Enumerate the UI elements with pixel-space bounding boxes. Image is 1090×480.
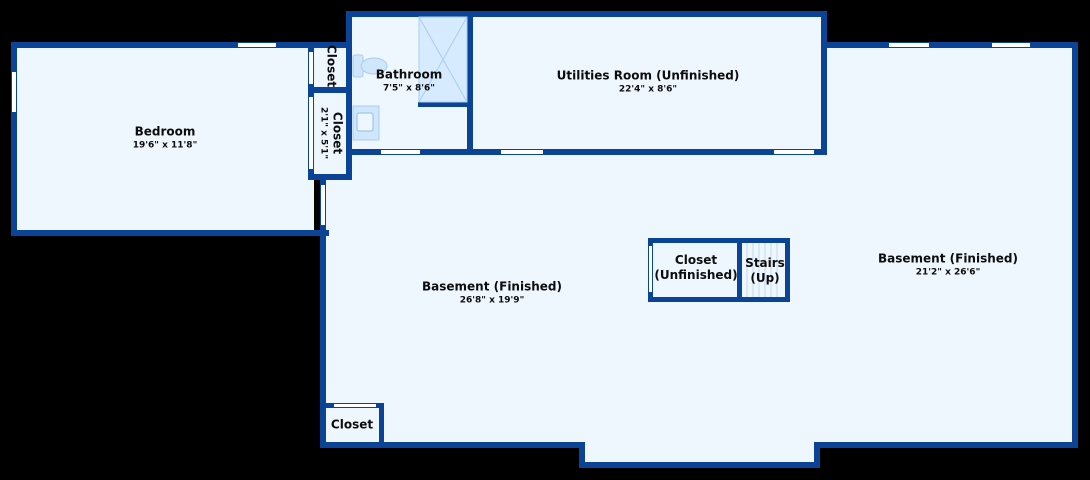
room-name: Basement (Finished) — [422, 279, 562, 294]
toilet-icon — [352, 54, 388, 78]
fixtures — [352, 16, 778, 297]
closet-bottom-label: Closet — [331, 418, 373, 433]
wall — [814, 442, 820, 468]
door-opening — [309, 97, 313, 169]
wall — [821, 11, 827, 155]
sink-icon — [352, 105, 380, 141]
closets-floor — [312, 45, 352, 177]
wall — [418, 102, 472, 107]
basement-left-label: Basement (Finished) 26'8" x 19'9" — [422, 280, 562, 307]
room-dimensions: 19'6" x 11'8" — [132, 140, 198, 151]
window — [889, 43, 929, 47]
room-name: Closet — [324, 44, 339, 88]
wall — [320, 177, 326, 448]
bedroom-label: Bedroom 19'6" x 11'8" — [133, 125, 198, 152]
wall — [308, 87, 352, 93]
room-name: Bedroom — [134, 124, 196, 139]
room-name: Stairs — [745, 256, 785, 270]
shower-icon-line — [418, 16, 468, 103]
window — [238, 43, 276, 47]
door-opening — [649, 246, 652, 292]
wall — [346, 11, 352, 180]
wall — [648, 297, 789, 302]
floors — [14, 14, 1075, 465]
wall — [308, 42, 352, 48]
door-opening — [774, 150, 814, 154]
room-dimensions: 26'8" x 19'9" — [459, 295, 525, 306]
room-name: Closet — [330, 417, 374, 432]
wall — [648, 238, 789, 243]
room-dimensions: 22'4" x 8'6" — [618, 84, 678, 95]
room-name: Basement (Finished) — [878, 251, 1018, 266]
room-dimensions: 7'5" x 8'6" — [382, 83, 435, 94]
room-name: Bathroom — [375, 67, 443, 82]
wall — [11, 42, 313, 48]
wall — [467, 14, 473, 155]
window — [992, 43, 1030, 47]
closet-mid-label: Closet 2'1" x 5'1" — [318, 107, 345, 159]
door-opening — [321, 185, 325, 225]
stairs-icon — [746, 243, 778, 297]
wall — [814, 442, 1078, 448]
room-dimensions: 21'2" x 26'6" — [915, 267, 981, 278]
wall — [350, 149, 827, 155]
closet-top-label: Closet — [324, 45, 339, 87]
door-opening — [309, 52, 313, 84]
wall — [579, 462, 820, 468]
wall — [346, 11, 827, 17]
wall — [11, 42, 17, 236]
wall — [379, 403, 384, 445]
door-opening — [334, 404, 376, 407]
wall — [11, 230, 329, 236]
wall — [320, 442, 585, 448]
bathroom-label: Bathroom 7'5" x 8'6" — [376, 68, 442, 95]
bedroom-floor — [14, 45, 314, 233]
door-opening — [381, 150, 420, 154]
utilities-room-label: Utilities Room (Unfinished) 22'4" x 8'6" — [557, 69, 740, 96]
stairs-label: Stairs (Up) — [745, 256, 785, 286]
room-name: Utilities Room (Unfinished) — [556, 68, 740, 83]
wall — [1072, 42, 1078, 448]
wall — [308, 174, 352, 180]
wall — [785, 238, 790, 302]
room-name: (Up) — [750, 271, 780, 285]
walls — [11, 11, 1078, 468]
room-name: Closet — [330, 111, 345, 155]
window — [12, 72, 16, 112]
wall — [737, 238, 742, 302]
wall — [579, 442, 585, 468]
openings — [12, 43, 1030, 407]
closet-unfinished-label: Closet (Unfinished) — [654, 253, 737, 283]
room-name: (Unfinished) — [654, 268, 738, 282]
wall — [821, 42, 1078, 48]
room-dimensions: 2'1" x 5'1" — [318, 106, 329, 160]
door-opening — [501, 150, 543, 154]
room-name: Closet — [674, 253, 718, 267]
basement-right-label: Basement (Finished) 21'2" x 26'6" — [878, 252, 1018, 279]
